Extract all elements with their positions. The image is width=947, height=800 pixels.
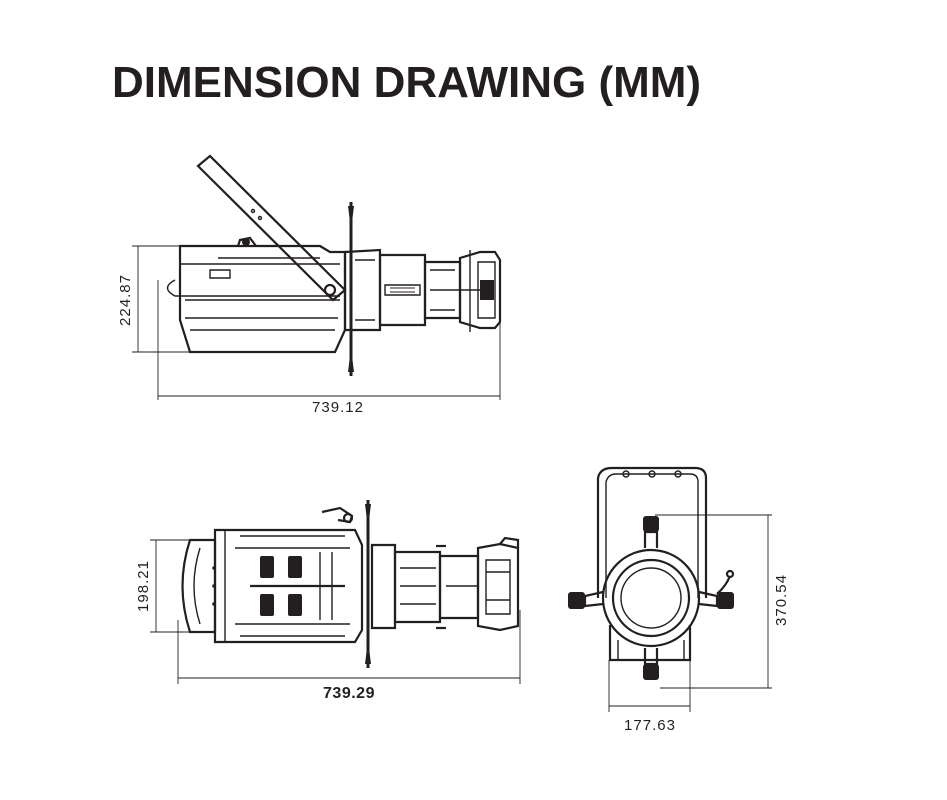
top-view: 198.21 739.29 bbox=[135, 500, 521, 702]
front-view-knobs bbox=[568, 516, 735, 680]
side-view-length-dimension: 739.12 bbox=[157, 260, 501, 416]
top-view-front-cap bbox=[476, 536, 520, 632]
front-view-yoke bbox=[596, 466, 708, 598]
top-view-housing bbox=[213, 506, 364, 644]
side-view-front-cap bbox=[458, 250, 502, 332]
top-view-yoke-bar bbox=[365, 500, 371, 668]
front-view-height-dimension: 370.54 bbox=[655, 514, 790, 689]
front-view-width-dimension: 177.63 bbox=[608, 660, 691, 734]
side-view: 224.87 739.12 bbox=[117, 154, 502, 416]
side-view-yoke-bar bbox=[348, 202, 354, 376]
side-view-body bbox=[166, 236, 347, 354]
top-view-rear-cap bbox=[181, 538, 217, 634]
side-view-length-label: 739.12 bbox=[312, 399, 364, 416]
side-view-height-label: 224.87 bbox=[117, 274, 134, 326]
top-view-width-label: 198.21 bbox=[135, 560, 152, 612]
side-view-height-dimension: 224.87 bbox=[117, 245, 200, 353]
top-view-length-dimension: 739.29 bbox=[177, 610, 521, 702]
front-view-height-label: 370.54 bbox=[773, 574, 790, 626]
front-view-width-label: 177.63 bbox=[624, 717, 676, 734]
side-view-lens-tube bbox=[343, 248, 480, 332]
top-view-length-label: 739.29 bbox=[323, 685, 375, 702]
front-view-body-ring bbox=[601, 548, 701, 662]
top-view-width-dimension: 198.21 bbox=[135, 539, 200, 633]
front-view: 370.54 177.63 bbox=[568, 466, 790, 734]
top-view-lens-tube bbox=[370, 543, 480, 630]
page-title: DIMENSION DRAWING (MM) bbox=[112, 58, 702, 107]
